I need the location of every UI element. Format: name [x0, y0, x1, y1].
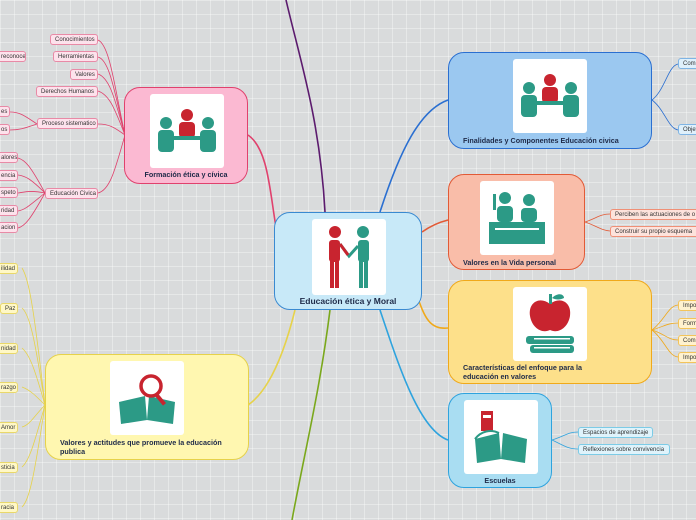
formacion-node[interactable]: Formación ética y cívica — [124, 87, 248, 184]
caracteristicas-item[interactable]: Form — [678, 318, 696, 329]
formacion-subitem[interactable]: acion — [0, 222, 18, 233]
valores-actitudes-item[interactable]: ilidad — [0, 263, 18, 274]
escuelas-title: Escuelas — [484, 476, 516, 485]
formacion-image — [150, 94, 224, 168]
open-book-icon — [474, 411, 527, 463]
caracteristicas-title: Características del enfoque para la educ… — [463, 363, 583, 381]
valores-personal-node[interactable]: Valores en la Vida personal — [448, 174, 585, 270]
valores-actitudes-item[interactable]: Paz — [0, 303, 18, 314]
valores-actitudes-item[interactable]: sticia — [0, 462, 18, 473]
classroom-icon — [489, 192, 545, 244]
apple-books-icon — [526, 294, 574, 353]
central-node[interactable]: Educación ética y Moral — [274, 212, 422, 310]
escuelas-node[interactable]: Escuelas — [448, 393, 552, 488]
valores-actitudes-item[interactable]: nidad — [0, 343, 18, 354]
formacion-item[interactable]: Conocimientos — [50, 34, 98, 45]
valores-personal-item[interactable]: Perciben las actuaciones de o — [610, 209, 696, 220]
finalidades-image — [513, 59, 587, 133]
formacion-subitem[interactable]: reconocer — [0, 51, 26, 62]
formacion-subitem[interactable]: ridad — [0, 205, 18, 216]
formacion-subitem[interactable]: speto — [0, 187, 18, 198]
formacion-subitem[interactable]: es — [0, 106, 10, 117]
magnifier-book-icon — [119, 374, 175, 424]
escuelas-image — [464, 400, 538, 474]
formacion-subitem[interactable]: os — [0, 124, 10, 135]
finalidades-node[interactable]: Finalidades y Componentes Educación civi… — [448, 52, 652, 149]
formacion-title: Formación ética y cívica — [144, 170, 228, 179]
formacion-subitem[interactable]: encia — [0, 170, 18, 181]
valores-actitudes-item[interactable]: Amor — [0, 422, 18, 433]
valores-personal-item[interactable]: Construir su propio esquema — [610, 226, 696, 237]
formacion-item[interactable]: Derechos Humanos — [36, 86, 98, 97]
caracteristicas-item[interactable]: Impo — [678, 300, 696, 311]
valores-actitudes-item[interactable]: racia — [0, 502, 18, 513]
caracteristicas-node[interactable]: Características del enfoque para la educ… — [448, 280, 652, 384]
meeting-icon — [521, 74, 579, 117]
central-title: Educación ética y Moral — [299, 296, 397, 306]
valores-actitudes-item[interactable]: razgo — [0, 382, 18, 393]
caracteristicas-image — [513, 287, 587, 361]
formacion-item[interactable]: Proceso sistematico — [37, 118, 98, 129]
caracteristicas-item[interactable]: Comp — [678, 335, 696, 346]
valores-actitudes-title: Valores y actitudes que promueve la educ… — [60, 438, 222, 456]
valores-actitudes-image — [110, 361, 184, 435]
valores-personal-image — [480, 181, 554, 255]
valores-personal-title: Valores en la Vida personal — [463, 258, 556, 267]
formacion-item[interactable]: Educación Civica — [45, 188, 98, 199]
valores-actitudes-node[interactable]: Valores y actitudes que promueve la educ… — [45, 354, 249, 460]
finalidades-item[interactable]: Objet — [678, 124, 696, 135]
formacion-item[interactable]: Valores — [70, 69, 98, 80]
central-image — [312, 219, 386, 295]
meeting-icon — [158, 109, 216, 152]
handshake-icon — [329, 226, 369, 288]
finalidades-title: Finalidades y Componentes Educación civi… — [463, 136, 619, 145]
formacion-item[interactable]: Herramientas — [53, 51, 98, 62]
caracteristicas-item[interactable]: Impo — [678, 352, 696, 363]
escuelas-item[interactable]: Reflexiones sobre convivencia — [578, 444, 670, 455]
finalidades-item[interactable]: Comp — [678, 58, 696, 69]
escuelas-item[interactable]: Espacios de aprendizaje — [578, 427, 653, 438]
formacion-subitem[interactable]: alores — [0, 152, 18, 163]
